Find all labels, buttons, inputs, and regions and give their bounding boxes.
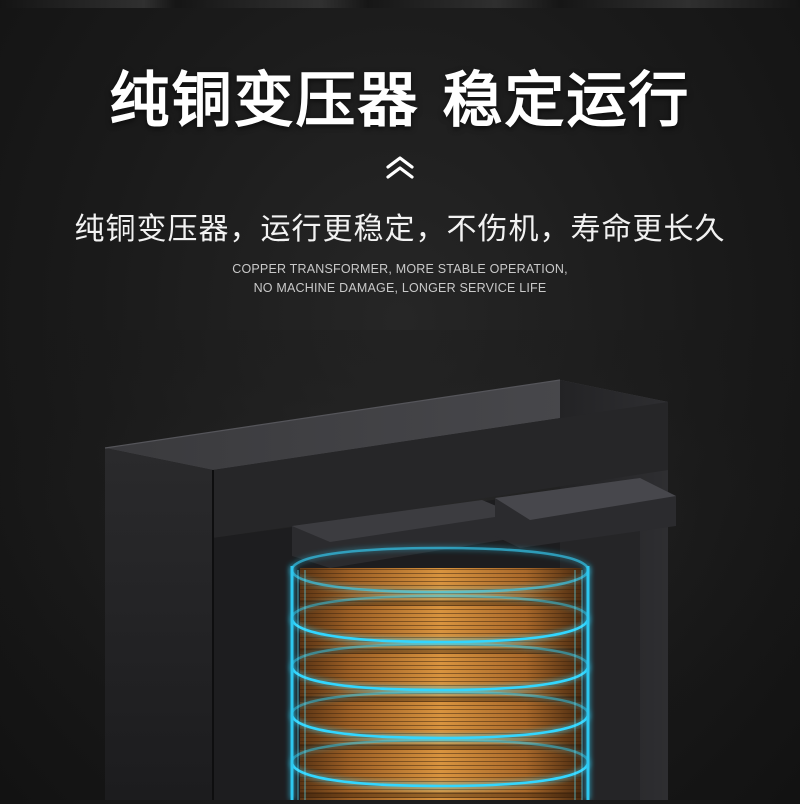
transformer-illustration	[0, 330, 800, 800]
top-decor-strip	[0, 0, 800, 8]
english-tagline-2: NO MACHINE DAMAGE, LONGER SERVICE LIFE	[253, 281, 547, 295]
page-headline: 纯铜变压器 稳定运行	[109, 66, 691, 136]
english-tagline-1: COPPER TRANSFORMER, MORE STABLE OPERATIO…	[232, 262, 568, 276]
double-chevron-up-icon	[383, 150, 417, 184]
page-subtitle: 纯铜变压器，运行更稳定，不伤机，寿命更长久	[74, 212, 726, 247]
